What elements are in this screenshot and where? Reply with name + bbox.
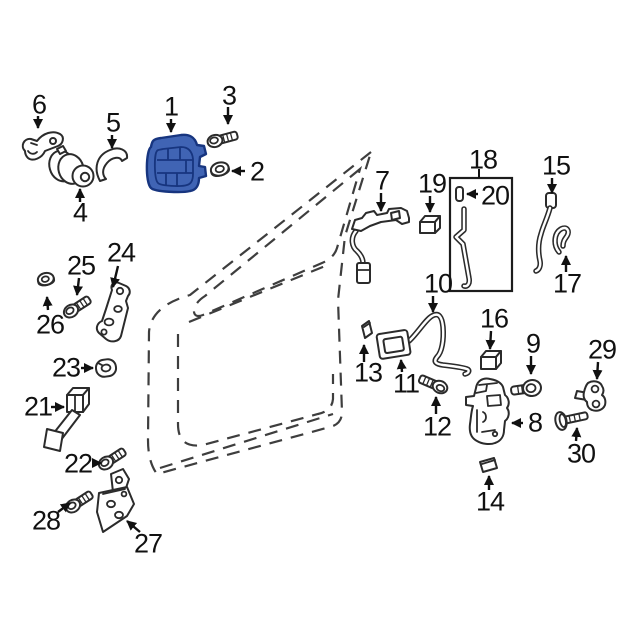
part-label-29: 29 <box>587 334 617 365</box>
part-label-13: 13 <box>353 357 383 388</box>
part-10-drawing <box>406 311 472 377</box>
part-label-6: 6 <box>31 89 47 120</box>
part-label-17: 17 <box>552 268 582 299</box>
part-4-drawing <box>48 145 95 188</box>
part-1-drawing <box>145 133 208 194</box>
part-label-8: 8 <box>527 407 543 438</box>
part-label-30: 30 <box>566 438 596 469</box>
part-label-5: 5 <box>105 107 121 138</box>
part-label-26: 26 <box>35 309 65 340</box>
part-6-drawing <box>21 131 64 161</box>
part-label-28: 28 <box>31 505 61 536</box>
part-label-7: 7 <box>374 165 390 196</box>
part-5-drawing <box>95 147 129 182</box>
part-29-drawing <box>574 380 607 412</box>
part-30-drawing <box>554 411 589 431</box>
part-label-20: 20 <box>480 180 510 211</box>
part-13-drawing <box>361 320 373 339</box>
part-label-24: 24 <box>106 237 136 268</box>
part-26-drawing <box>36 271 56 287</box>
part-label-18: 18 <box>468 144 498 175</box>
part-8-drawing <box>465 377 510 446</box>
part-24-drawing <box>95 281 131 343</box>
part-16-drawing <box>480 350 502 370</box>
part-7-drawing <box>349 207 410 284</box>
part-label-27: 27 <box>133 528 163 559</box>
part-label-2: 2 <box>249 156 265 187</box>
part-label-23: 23 <box>51 352 81 383</box>
part-23-drawing <box>94 358 118 378</box>
part-label-1: 1 <box>163 91 179 122</box>
part-2-drawing <box>209 161 230 177</box>
part-17-drawing <box>552 225 571 255</box>
part-label-14: 14 <box>475 486 505 517</box>
part-label-9: 9 <box>525 328 541 359</box>
part-label-4: 4 <box>72 197 88 228</box>
part-label-11: 11 <box>392 368 420 399</box>
part-label-15: 15 <box>541 150 571 181</box>
part-label-16: 16 <box>479 303 509 334</box>
part-9-drawing <box>510 378 542 398</box>
part-14-drawing <box>479 457 498 473</box>
part-label-12: 12 <box>422 411 452 442</box>
part-3-drawing <box>206 130 239 149</box>
callout-arrows <box>33 107 603 533</box>
part-27-drawing <box>96 468 135 533</box>
part-label-21: 21 <box>23 391 53 422</box>
part-label-19: 19 <box>417 168 447 199</box>
part-19-drawing <box>419 215 441 234</box>
part-label-10: 10 <box>423 268 453 299</box>
part-25-drawing <box>62 295 92 319</box>
part-21-drawing <box>43 387 90 452</box>
part-15-drawing <box>533 192 557 274</box>
part-label-22: 22 <box>63 448 93 479</box>
door-outline <box>146 148 374 476</box>
part-28-drawing <box>64 490 94 514</box>
part-label-25: 25 <box>66 250 96 281</box>
part-18-box <box>448 169 514 293</box>
part-12-drawing <box>417 374 449 395</box>
part-label-3: 3 <box>221 80 237 111</box>
part-11-drawing <box>375 329 412 360</box>
